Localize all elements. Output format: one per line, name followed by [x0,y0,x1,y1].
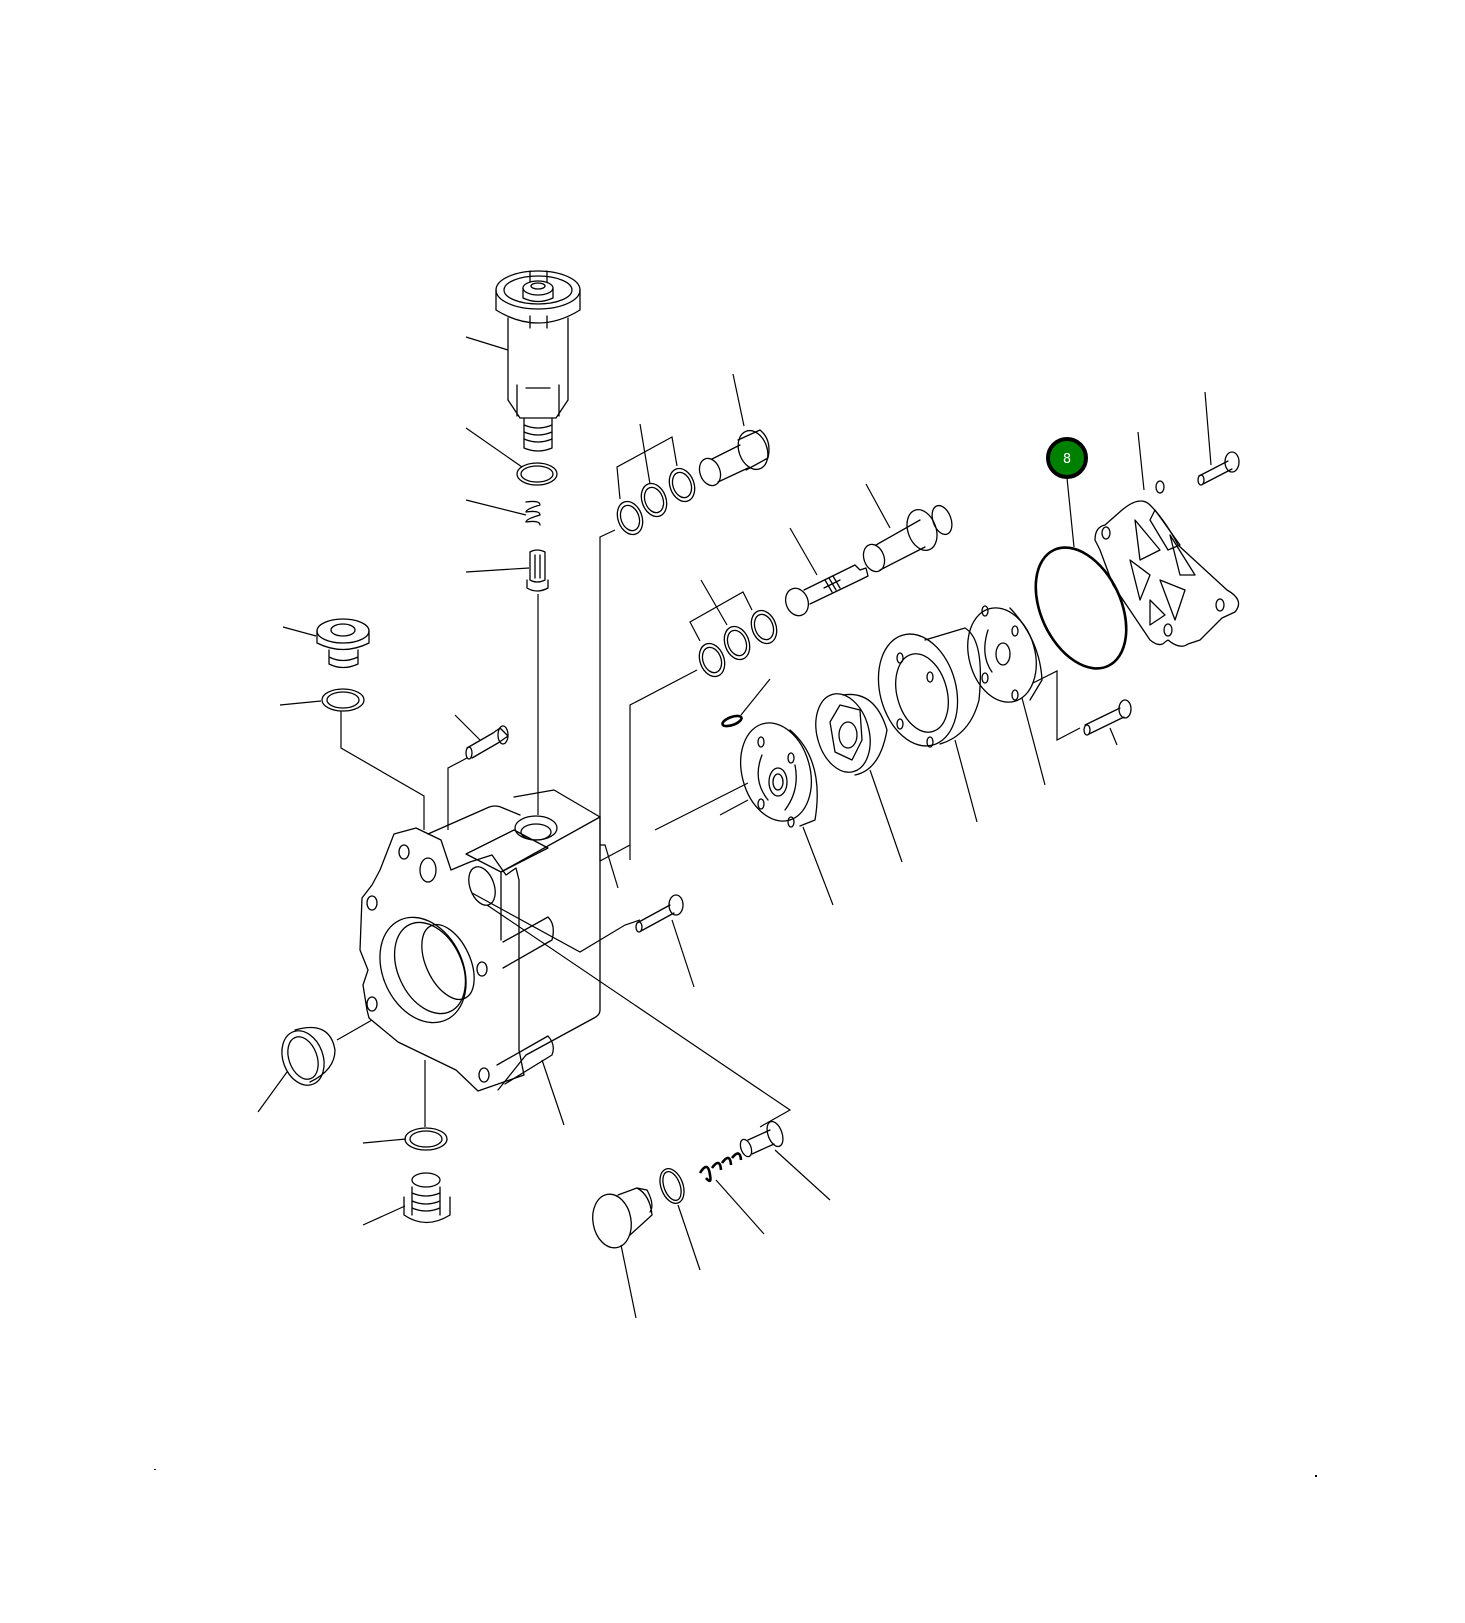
plug-part [592,1187,653,1249]
leader-line [340,711,425,830]
leader-line [654,782,834,906]
pin-part [721,714,743,728]
strainer-cap-part [495,270,581,452]
valve-plunger-part [526,549,549,592]
leader-line [671,919,695,988]
callout-leader-line [1066,477,1075,548]
leader-line [600,844,619,889]
bolt-part [1083,699,1132,736]
leader-line [954,739,978,823]
leader-line [869,769,903,863]
fitting-part [698,429,770,487]
leader-line [486,904,792,1128]
outer-rotor-ring-part [877,627,982,748]
o-ring-set-part [616,467,696,536]
leader-line [465,336,509,351]
leader-line [616,423,678,500]
o-ring-set-part [698,609,778,678]
leader-line [1021,697,1046,786]
leader-line [789,527,818,576]
leader-line [465,499,527,516]
leader-line [465,427,523,468]
bolt-part [1197,451,1240,486]
inner-rotor-part [815,693,888,776]
leader-line [599,529,631,862]
leader-line [471,892,641,953]
pump-cover-part [1094,480,1240,647]
o-ring-part [659,1168,685,1204]
leader-line [620,1244,637,1319]
o-ring-part [321,688,365,712]
leader-line [689,579,753,642]
leader-line [677,1204,701,1271]
leader-line [1032,670,1081,741]
leader-line [465,567,530,573]
callout-badge-8[interactable]: 8 [1046,437,1088,548]
leader-line [1204,391,1212,466]
page-mark [1315,1475,1317,1477]
spring-part [698,1152,743,1183]
leader-line [1137,431,1145,491]
spring-part [525,500,541,526]
bolt-part [465,725,509,760]
leader-line [454,714,481,741]
leader-line [447,757,468,830]
plug-part [316,618,370,669]
bolt-part [635,894,684,933]
fitting-part [862,504,953,573]
drain-plug-part [403,1172,451,1224]
leader-line [282,626,317,637]
valve-spool-part [784,564,869,617]
leader-line [257,1019,373,1113]
end-plate-part [967,605,1043,703]
side-plate-part [740,722,818,828]
oil-seal-part [281,1026,336,1086]
leader-line [362,1205,406,1226]
leader-line [629,669,698,860]
o-ring-part [516,462,558,486]
leader-line [1109,727,1118,746]
leader-line [865,483,891,529]
pump-housing-part [359,789,601,1092]
leader-line [362,1060,426,1144]
callout-badge-circle[interactable] [1046,437,1088,479]
relief-valve-part [739,1120,784,1158]
leader-line [740,678,771,716]
leader-line [774,1149,831,1201]
leader-line [732,373,745,427]
leader-line [279,700,322,706]
leader-line [541,1059,565,1126]
o-ring-part [404,1127,448,1151]
page-mark [154,1469,156,1470]
leader-line [715,1179,765,1235]
callout-badge-label: 8 [1063,452,1071,467]
